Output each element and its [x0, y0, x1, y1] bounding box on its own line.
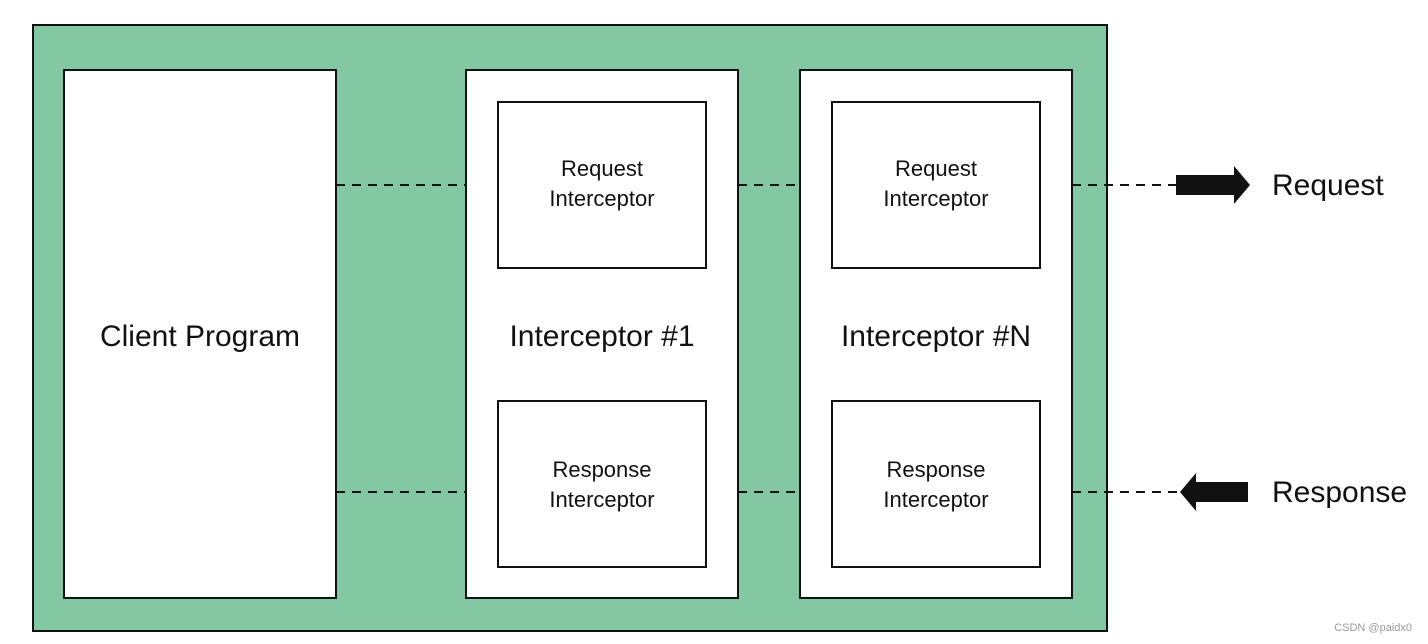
interceptor-n-request-box — [831, 101, 1041, 269]
interceptor-1-response-line1: Response — [552, 457, 651, 482]
interceptor-1-request-line1: Request — [561, 156, 643, 181]
interceptor-1-response-box — [497, 400, 707, 568]
interceptor-n-request-line1: Request — [895, 156, 977, 181]
interceptor-n-response-line1: Response — [886, 457, 985, 482]
interceptor-n-request-line2: Interceptor — [883, 186, 988, 211]
interceptor-1-response-line2: Interceptor — [549, 487, 654, 512]
client-program-box — [63, 69, 337, 599]
interceptor-n-label: Interceptor #N — [841, 320, 1031, 353]
request-output-label: Request — [1272, 169, 1384, 202]
client-program-label: Client Program — [100, 320, 300, 353]
request-arrow-icon — [1176, 166, 1250, 204]
interceptor-n-response-box — [831, 400, 1041, 568]
response-output-label: Response — [1272, 476, 1407, 509]
response-arrow-icon — [1180, 473, 1248, 511]
watermark-text: CSDN @paidx0 — [1334, 622, 1412, 634]
interceptor-1-request-line2: Interceptor — [549, 186, 654, 211]
interceptor-1-label: Interceptor #1 — [509, 320, 694, 353]
interceptor-n-response-line2: Interceptor — [883, 487, 988, 512]
interceptor-1-request-box — [497, 101, 707, 269]
